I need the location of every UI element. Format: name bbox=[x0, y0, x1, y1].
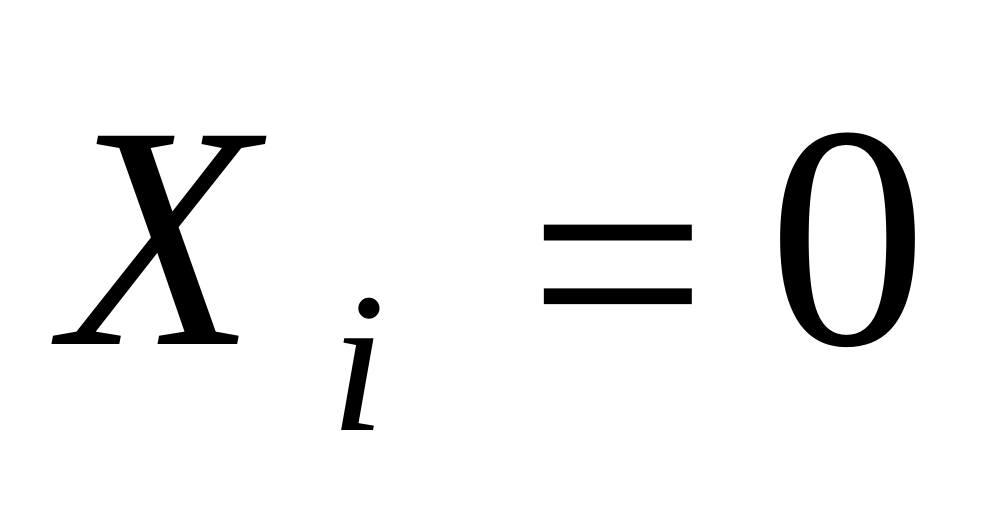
equals-sign: = bbox=[528, 87, 708, 439]
variable-x: X bbox=[62, 61, 257, 413]
subscript-i: i bbox=[330, 253, 386, 474]
value-zero: 0 bbox=[768, 61, 927, 413]
